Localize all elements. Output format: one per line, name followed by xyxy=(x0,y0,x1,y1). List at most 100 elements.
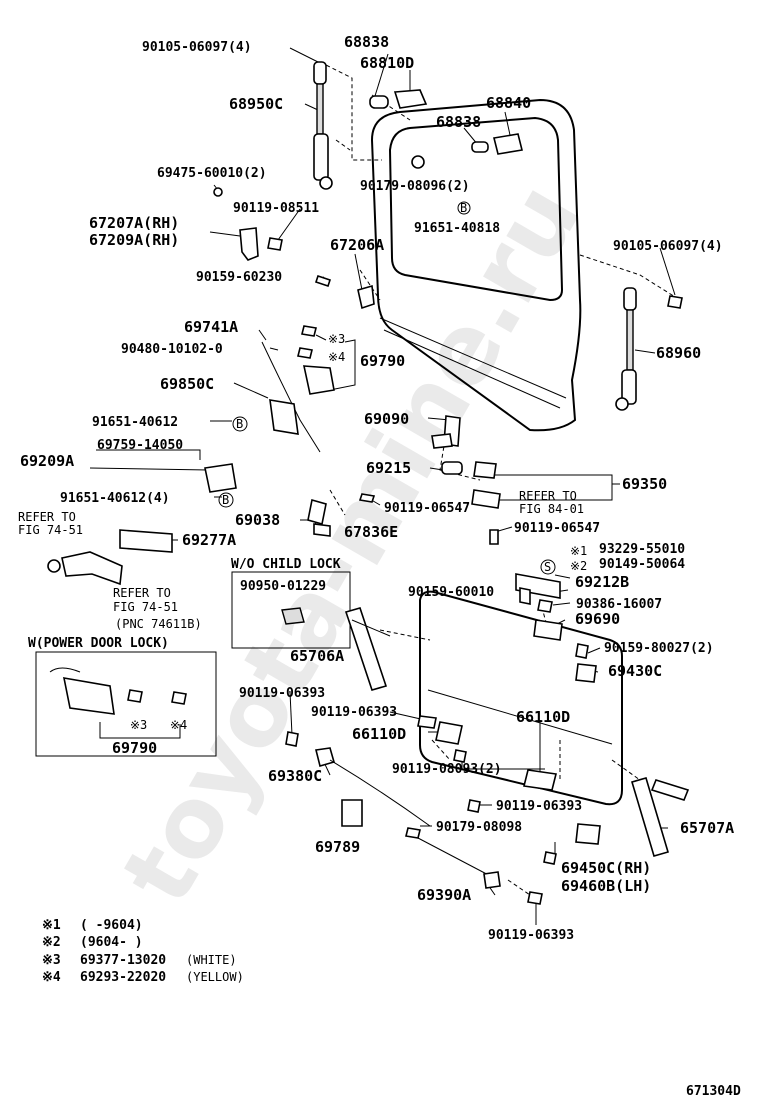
label-69212b: 69212B xyxy=(575,573,629,591)
label-69741a: 69741A xyxy=(184,318,238,336)
mark-b-label: B xyxy=(460,201,467,215)
label-90480: 90480-10102-0 xyxy=(121,342,223,357)
rod-69850c-icon xyxy=(261,341,321,453)
note-4-mark: ※4 xyxy=(42,970,61,985)
label-x4-box: ※4 xyxy=(170,718,187,732)
label-69390a: 69390A xyxy=(417,886,471,904)
stay-65706a-icon xyxy=(344,607,388,691)
label-69350: 69350 xyxy=(622,475,667,493)
label-67209a: 67209A(RH) xyxy=(89,231,179,249)
note-2-text: (9604- ) xyxy=(80,935,143,950)
label-90159b: 90159-60010 xyxy=(408,585,494,600)
label-68950c: 68950C xyxy=(229,95,283,113)
label-x2-right: ※2 xyxy=(570,559,587,573)
clip-b3-icon xyxy=(218,492,234,508)
label-90386: 90386-16007 xyxy=(576,597,662,612)
note-3-mark: ※3 xyxy=(42,953,61,968)
screw-90159c-icon xyxy=(575,643,589,659)
footnotes: ※1 ( -9604) ※2 (9604- ) ※3 69377-13020 (… xyxy=(42,918,244,985)
gas-strut-68960-icon xyxy=(615,287,637,411)
label-refer8401b: FIG 84-01 xyxy=(519,502,584,516)
note-4-text: 69293-22020 xyxy=(80,970,166,985)
label-90179b: 90179-08098 xyxy=(436,820,522,835)
screw-90119c-icon xyxy=(489,529,499,545)
clip-x3b-icon xyxy=(127,689,143,703)
lower-glass-panel xyxy=(419,590,623,806)
handle-74-51-icon xyxy=(61,551,123,586)
mark-s-label: S xyxy=(544,560,551,574)
label-69090: 69090 xyxy=(364,410,409,428)
screw-90119g-icon xyxy=(467,799,481,813)
rod-69038-icon xyxy=(307,498,327,526)
clip-b2-icon xyxy=(232,416,248,432)
hinge-cover-68838-icon xyxy=(369,95,389,109)
clip-90179b-icon xyxy=(405,827,421,839)
cover-69277a-icon xyxy=(119,529,173,553)
screw-90159a-icon xyxy=(314,274,332,288)
label-x3-box: ※3 xyxy=(130,718,147,732)
gas-strut-68950c-icon xyxy=(313,61,333,190)
label-69038: 69038 xyxy=(235,511,280,529)
back-door-panel xyxy=(370,98,582,432)
label-69759: 69759-14050 xyxy=(97,438,183,453)
striker-69430c-icon xyxy=(575,663,597,683)
label-66110d-b: 66110D xyxy=(352,725,406,743)
label-68838b: 68838 xyxy=(436,113,481,131)
label-66110d-a: 66110D xyxy=(516,708,570,726)
label-69790a: 69790 xyxy=(360,352,405,370)
screw-90119a-icon xyxy=(267,237,283,251)
part-labels: 68838 90105-06097(4) 68810D 68950C 68840… xyxy=(18,33,734,943)
label-x1-right: ※1 xyxy=(570,544,587,558)
label-69850c: 69850C xyxy=(160,375,214,393)
stay-arm-icon xyxy=(351,619,391,637)
label-67207a: 67207A(RH) xyxy=(89,214,179,232)
figure-code: 671304D xyxy=(686,1084,741,1099)
label-wo-child-lock: W/O CHILD LOCK xyxy=(231,557,341,572)
label-90105b: 90105-06097(4) xyxy=(613,239,723,254)
clip-67836e-icon xyxy=(313,523,331,537)
bolt-90105b-icon xyxy=(667,295,683,309)
label-91651b: 91651-40612 xyxy=(92,415,178,430)
lock-69450c-icon xyxy=(575,823,601,845)
screw-90159b-icon xyxy=(519,587,531,605)
label-65707a: 65707A xyxy=(680,819,734,837)
label-refer7451c: REFER TO xyxy=(113,586,171,600)
mark-b3-label: B xyxy=(222,493,229,507)
label-x4-top: ※4 xyxy=(328,350,345,364)
label-90105a: 90105-06097(4) xyxy=(142,40,252,55)
damper-69789-icon xyxy=(341,799,363,827)
lock-69790-icon xyxy=(302,365,335,395)
clip-x4b-icon xyxy=(171,691,187,705)
label-69460b: 69460B(LH) xyxy=(561,877,651,895)
clip-x3-icon xyxy=(301,325,317,337)
label-pnc: (PNC 74611B) xyxy=(115,617,202,631)
cable-69380c-icon xyxy=(329,759,431,827)
label-65706a: 65706A xyxy=(290,647,344,665)
nut-90386-icon xyxy=(537,599,553,613)
screw-90119e-icon xyxy=(417,715,437,729)
label-90119f: 90119-08093(2) xyxy=(392,762,502,777)
label-69475: 69475-60010(2) xyxy=(157,166,267,181)
screw-90119f-icon xyxy=(453,749,467,763)
note-1-text: ( -9604) xyxy=(80,918,143,933)
label-90119a: 90119-08511 xyxy=(233,201,319,216)
clip-x4-icon xyxy=(297,347,313,359)
power-lock-box xyxy=(35,651,217,757)
label-67206a: 67206A xyxy=(330,236,384,254)
hinge-68840-icon xyxy=(493,133,523,155)
actuator-icon xyxy=(62,677,115,715)
label-refer7451d: FIG 74-51 xyxy=(113,600,178,614)
label-91651c: 91651-40612(4) xyxy=(60,491,170,506)
label-90119d: 90119-06393 xyxy=(239,686,325,701)
label-refer7451a: REFER TO xyxy=(18,510,76,524)
label-90119e: 90119-06393 xyxy=(311,705,397,720)
screw-lock-icon xyxy=(543,851,557,865)
note-1-mark: ※1 xyxy=(42,918,61,933)
cable-end-69380c-icon xyxy=(315,747,335,767)
actuator-wire-icon xyxy=(49,667,81,673)
bracket-66110d-a-icon xyxy=(435,721,463,745)
label-90950: 90950-01229 xyxy=(240,579,326,594)
label-68838a: 68838 xyxy=(344,33,389,51)
part-shapes: B B B xyxy=(35,61,690,905)
